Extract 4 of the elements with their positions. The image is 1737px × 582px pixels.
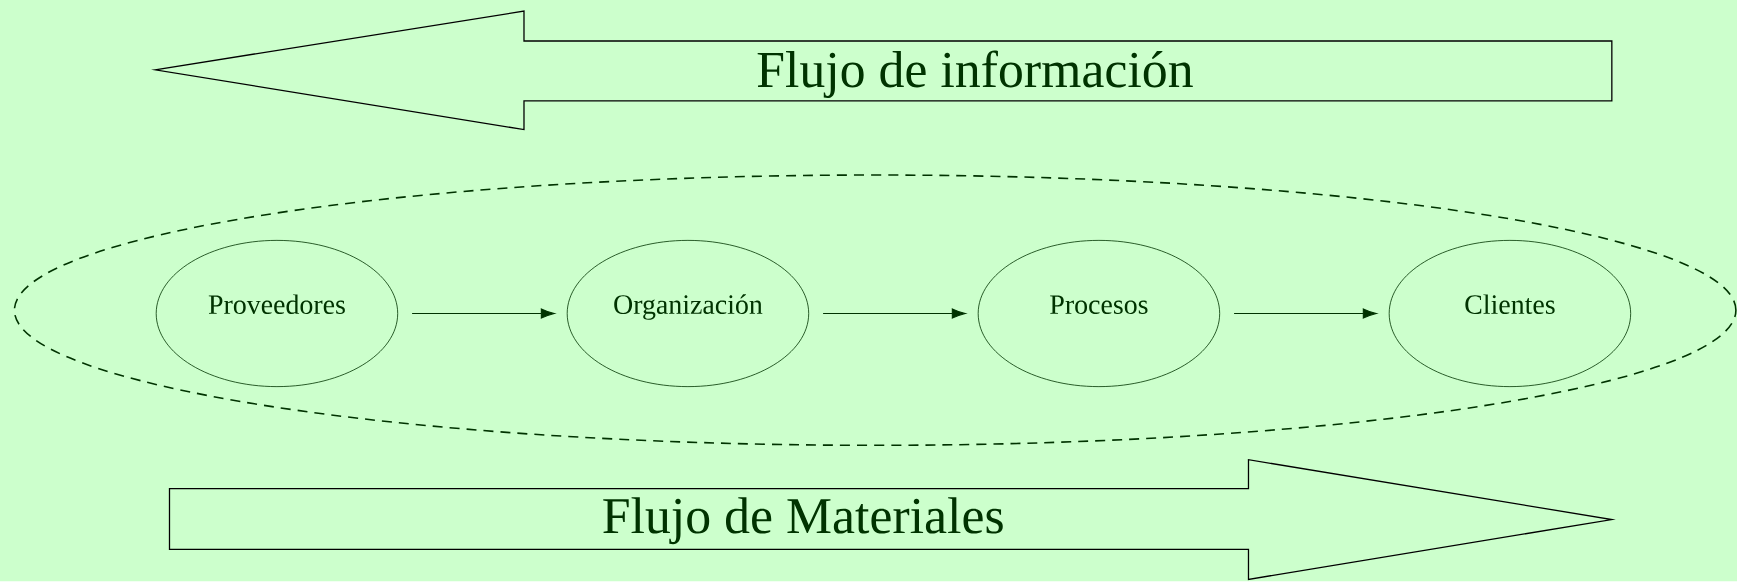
arrow bbox=[1233, 308, 1377, 319]
arrow bbox=[411, 308, 555, 319]
dashed-ellipse bbox=[13, 174, 1737, 447]
arrow bbox=[822, 308, 966, 319]
